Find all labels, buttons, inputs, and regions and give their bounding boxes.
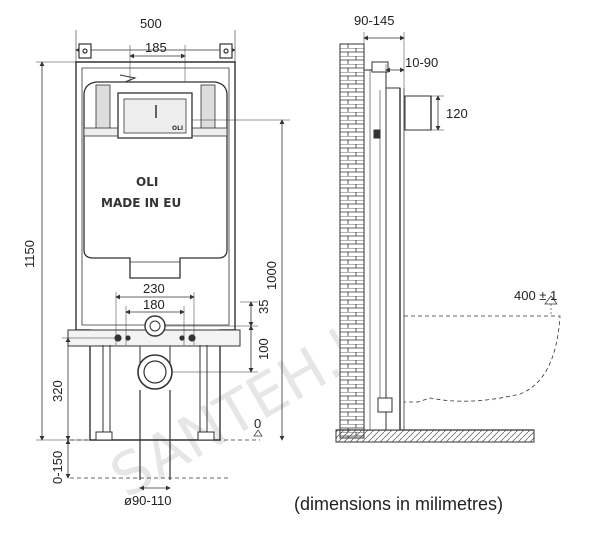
tank-height-label: 1000 <box>264 261 279 290</box>
brand-small: OLI <box>172 125 183 132</box>
height-label: 1150 <box>22 240 37 268</box>
inner-width-label: 185 <box>145 40 167 55</box>
floor-range-label: 0-150 <box>50 451 65 484</box>
depth-range-label: 90-145 <box>354 13 394 28</box>
bolt-spacing-outer-label: 230 <box>143 281 165 296</box>
zero-label: 0 <box>254 416 261 431</box>
toilet-height-label: 400 ± 1 <box>514 288 557 303</box>
depth-small-label: 10-90 <box>405 55 438 70</box>
made-in-label: MADE IN EU <box>101 196 181 210</box>
caption: (dimensions in milimetres) <box>294 494 503 514</box>
dim-35-label: 35 <box>256 300 271 314</box>
pipe-diameter-label: ø90-110 <box>124 493 171 508</box>
width-label: 500 <box>140 16 162 31</box>
bolt-spacing-inner-label: 180 <box>143 297 165 312</box>
front-view <box>36 30 290 491</box>
side-view <box>335 32 561 443</box>
button-height-label: 120 <box>446 106 468 121</box>
brand-large: OLI <box>136 175 158 189</box>
dim-100-label: 100 <box>256 338 271 360</box>
dim-320-label: 320 <box>50 380 65 402</box>
